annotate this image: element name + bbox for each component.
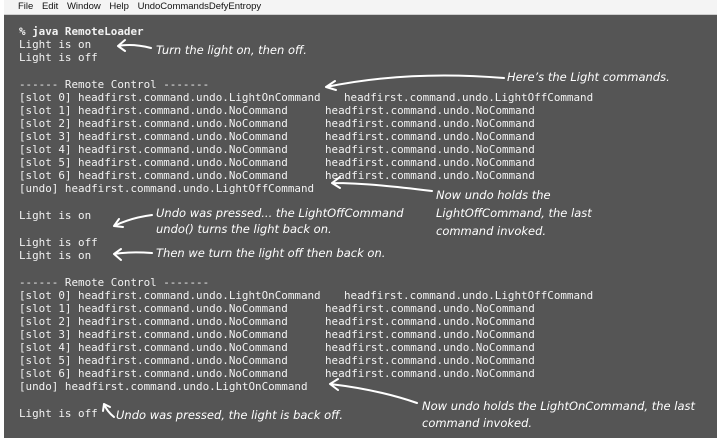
annotation-undo-holds-off-3: command invoked. [436, 224, 547, 238]
slot-on-command: [slot 0] headfirst.command.undo.LightOnC… [19, 289, 321, 302]
output-light-on: Light is on [19, 209, 92, 222]
annotation-undo-pressed-2: undo() turns the light back on. [156, 222, 332, 236]
undo-line: [undo] headfirst.command.undo.LightOnCom… [19, 380, 308, 393]
annotation-off-then-on: Then we turn the light off then back on. [156, 246, 386, 260]
slot-on-command: [slot 5] headfirst.command.undo.NoComman… [19, 156, 288, 169]
slot-off-command: headfirst.command.undo.NoCommand [325, 354, 535, 367]
annotation-light-on-off: Turn the light on, then off. [156, 43, 307, 57]
arrow-icon [102, 403, 115, 418]
slot-off-command: headfirst.command.undo.NoCommand [325, 130, 535, 143]
slot-off-command: headfirst.command.undo.NoCommand [325, 315, 535, 328]
slot-on-command: [slot 4] headfirst.command.undo.NoComman… [19, 341, 288, 354]
arrow-icon [117, 39, 152, 52]
arrow-icon [329, 378, 418, 404]
output-light-on: Light is on [19, 249, 92, 262]
slot-off-command: headfirst.command.undo.NoCommand [325, 302, 535, 315]
menu-window[interactable]: Window [66, 1, 101, 12]
slot-off-command: headfirst.command.undo.NoCommand [325, 328, 535, 341]
menu-bar: File Edit Window Help UndoCommandsDefyEn… [4, 0, 717, 15]
remote-control-header: ------ Remote Control ------- [19, 276, 210, 289]
arrow-icon [325, 74, 505, 91]
slot-on-command: [slot 5] headfirst.command.undo.NoComman… [19, 354, 288, 367]
remote-control-header: ------ Remote Control ------- [19, 78, 210, 91]
slot-off-command: headfirst.command.undo.NoCommand [325, 169, 535, 182]
slot-on-command: [slot 6] headfirst.command.undo.NoComman… [19, 367, 288, 380]
slot-off-command: headfirst.command.undo.NoCommand [325, 143, 535, 156]
slot-on-command: [slot 2] headfirst.command.undo.NoComman… [19, 117, 288, 130]
slot-on-command: [slot 3] headfirst.command.undo.NoComman… [19, 328, 288, 341]
slot-on-command: [slot 4] headfirst.command.undo.NoComman… [19, 143, 288, 156]
output-light-off: Light is off [19, 236, 98, 249]
annotation-light-back-off: Undo was pressed, the light is back off. [116, 408, 344, 422]
slot-off-command: headfirst.command.undo.NoCommand [325, 341, 535, 354]
annotation-undo-holds-off-2: LightOffCommand, the last [436, 206, 592, 220]
output-light-off: Light is off [19, 51, 98, 64]
terminal-output[interactable]: % java RemoteLoader Light is on Light is… [4, 15, 717, 438]
output-light-off: Light is off [19, 407, 98, 420]
annotation-undo-holds-on-2: command invoked. [422, 416, 533, 430]
output-light-on: Light is on [19, 38, 92, 51]
annotation-undo-holds-off-1: Now undo holds the [436, 188, 551, 202]
slot-on-command: [slot 6] headfirst.command.undo.NoComman… [19, 169, 288, 182]
annotation-undo-pressed-1: Undo was pressed... the LightOffCommand [156, 206, 404, 220]
command-line: % java RemoteLoader [19, 25, 144, 38]
menu-file[interactable]: File [18, 1, 34, 12]
menu-edit[interactable]: Edit [41, 1, 59, 12]
slot-off-command: headfirst.command.undo.NoCommand [325, 117, 535, 130]
slot-off-command: headfirst.command.undo.LightOffCommand [344, 91, 594, 104]
window-title: UndoCommandsDefyEntropy [137, 1, 262, 12]
slot-on-command: [slot 3] headfirst.command.undo.NoComman… [19, 130, 288, 143]
slot-on-command: [slot 0] headfirst.command.undo.LightOnC… [19, 91, 321, 104]
slot-on-command: [slot 1] headfirst.command.undo.NoComman… [19, 104, 288, 117]
slot-off-command: headfirst.command.undo.LightOffCommand [344, 289, 594, 302]
menu-help[interactable]: Help [109, 1, 129, 12]
annotation-light-commands: Here’s the Light commands. [507, 70, 670, 84]
slot-off-command: headfirst.command.undo.NoCommand [325, 104, 535, 117]
slot-off-command: headfirst.command.undo.NoCommand [325, 156, 535, 169]
arrow-icon [113, 248, 153, 261]
slot-on-command: [slot 1] headfirst.command.undo.NoComman… [19, 302, 288, 315]
undo-line: [undo] headfirst.command.undo.LightOffCo… [19, 182, 315, 195]
slot-off-command: headfirst.command.undo.NoCommand [325, 367, 535, 380]
arrow-icon [113, 214, 153, 228]
annotation-undo-holds-on-1: Now undo holds the LightOnCommand, the l… [422, 399, 695, 413]
slot-on-command: [slot 2] headfirst.command.undo.NoComman… [19, 315, 288, 328]
